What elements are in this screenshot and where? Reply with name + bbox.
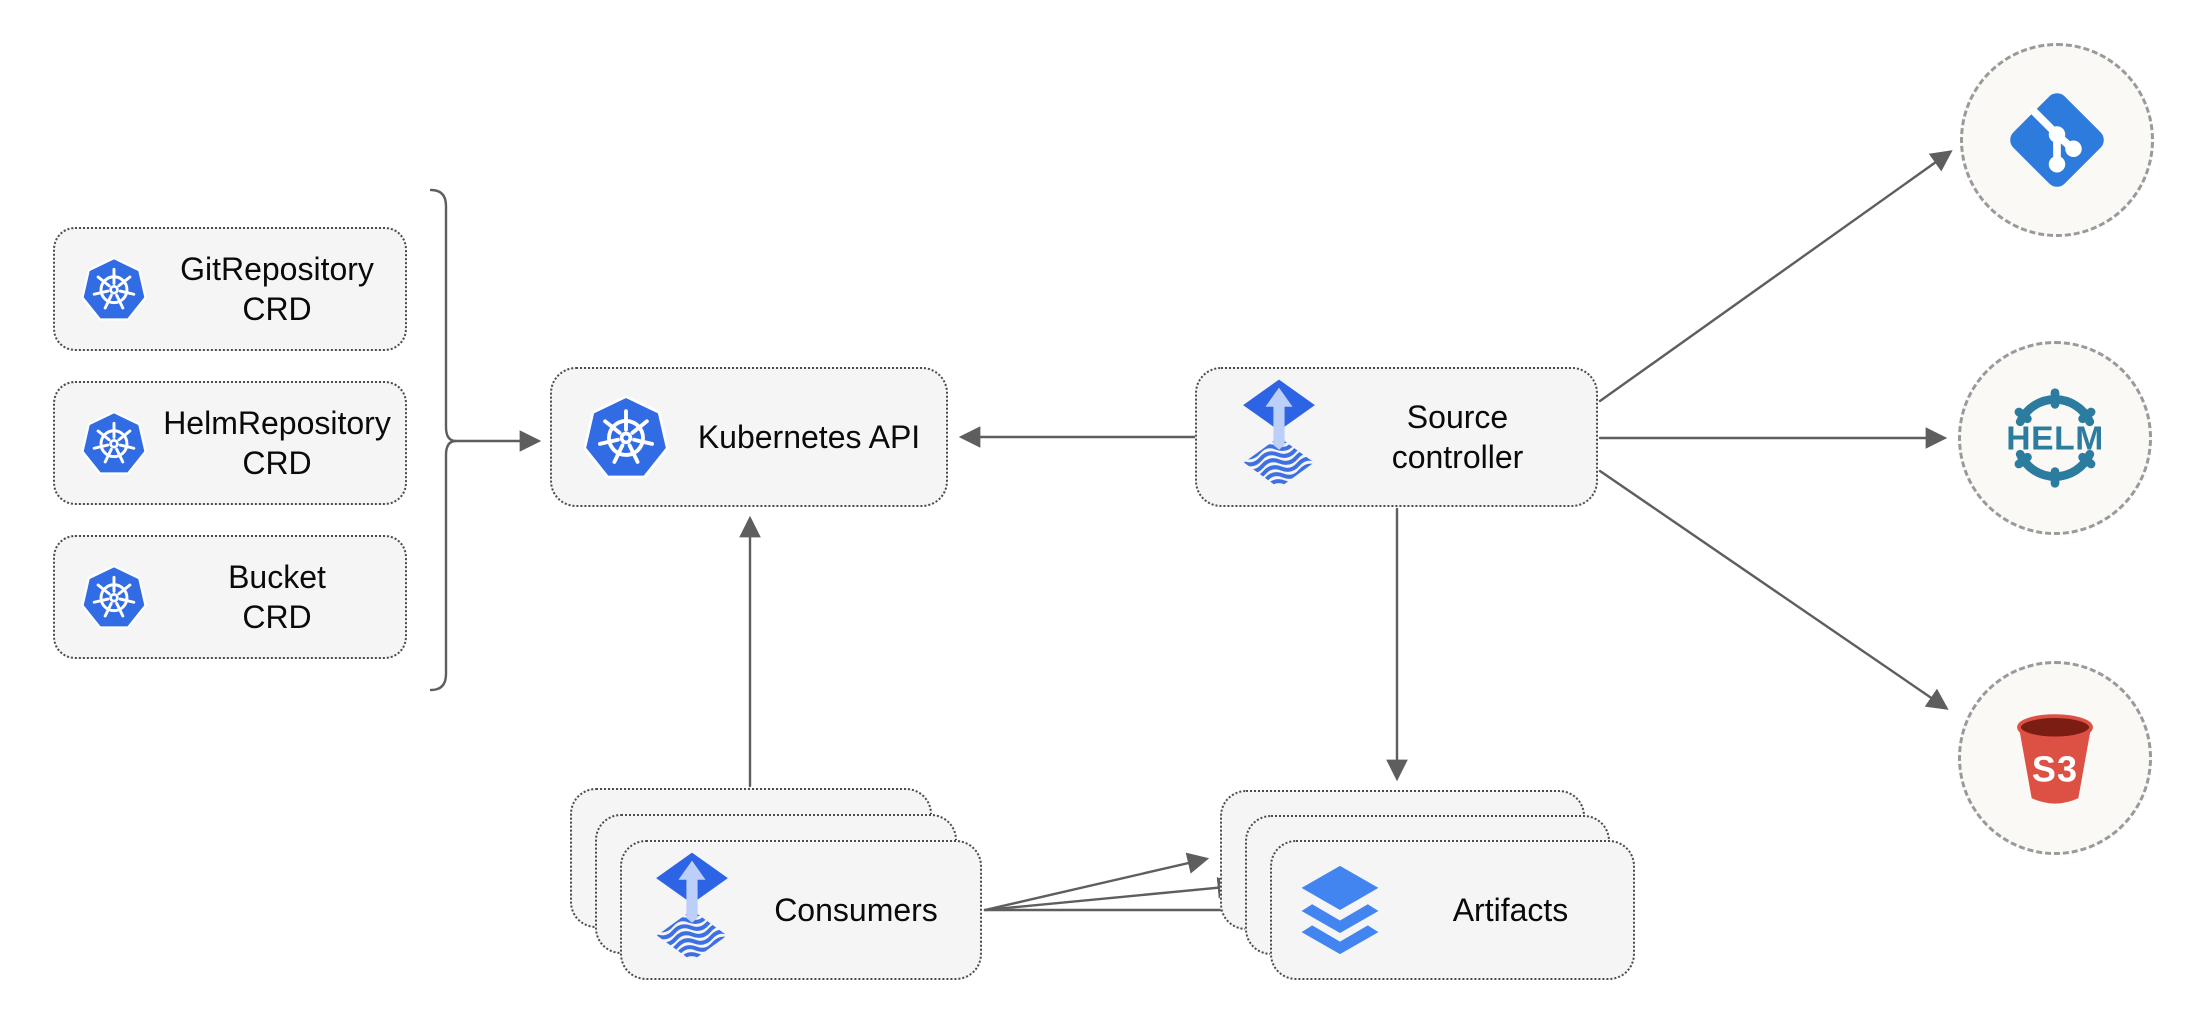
node-s3-source: S3 <box>1958 661 2152 855</box>
flux-icon <box>1239 378 1319 496</box>
edge-consumers-to-artifacts-1 <box>983 852 1210 912</box>
node-consumers: Consumers <box>620 840 982 980</box>
node-git-source <box>1960 43 2154 237</box>
node-label: Consumers <box>774 892 938 928</box>
helm-icon: HELM <box>1997 380 2113 496</box>
kubernetes-icon <box>79 562 149 632</box>
node-artifacts: Artifacts <box>1270 840 1635 980</box>
node-label: Artifacts <box>1452 892 1569 928</box>
flux-icon <box>652 851 732 969</box>
edge-source-controller-to-git <box>1598 150 1953 403</box>
node-label: Kubernetes API <box>697 419 921 455</box>
kubernetes-icon <box>79 408 149 478</box>
helm-wordmark: HELM <box>2006 421 2104 458</box>
s3-bucket-icon: S3 <box>2002 705 2108 811</box>
kubernetes-icon <box>79 254 149 324</box>
edge-source-controller-to-s3 <box>1598 469 1949 710</box>
s3-wordmark: S3 <box>2032 748 2078 789</box>
layers-icon <box>1292 862 1388 958</box>
crd-group-bracket <box>429 188 458 692</box>
git-icon <box>2002 85 2112 195</box>
node-helm-source: HELM <box>1958 341 2152 535</box>
node-kubernetes-api: Kubernetes API <box>550 367 948 507</box>
kubernetes-icon <box>580 391 672 483</box>
edge-consumers-to-artifacts-2 <box>983 876 1240 912</box>
